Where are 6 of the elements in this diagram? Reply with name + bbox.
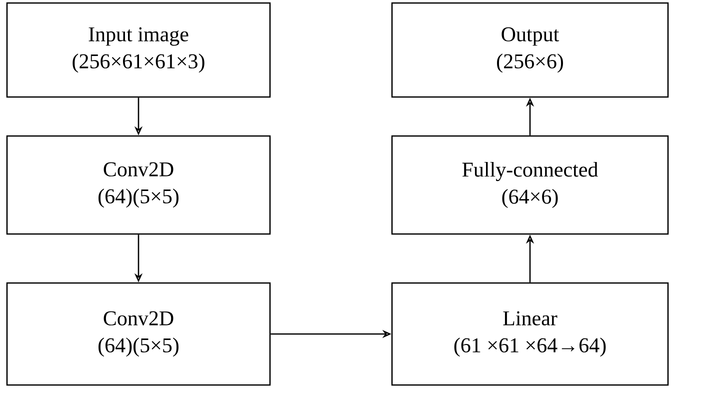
process-box: Conv2D (64)(5×5) bbox=[6, 135, 271, 235]
process-box: Fully-connected (64×6) bbox=[391, 135, 669, 235]
process-box: Linear (61 ×61 ×64→64) bbox=[391, 282, 669, 386]
process-box: Conv2D (64)(5×5) bbox=[6, 282, 271, 386]
process-box: Input image (256×61×61×3) bbox=[6, 2, 271, 98]
process-box: Output (256×6) bbox=[391, 2, 669, 98]
